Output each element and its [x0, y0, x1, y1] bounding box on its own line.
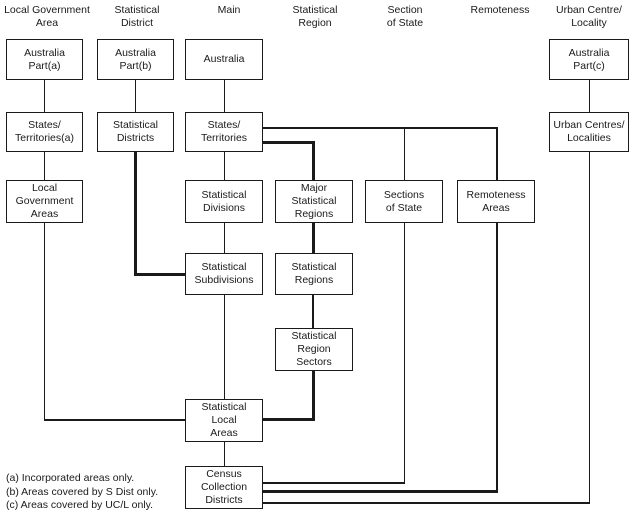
connector-ucl-down [588, 152, 590, 504]
node-statistical-divisions: Statistical Divisions [185, 180, 263, 223]
node-remoteness-areas: Remoteness Areas [457, 180, 535, 223]
connector-australia-to-states [223, 80, 225, 112]
node-major-statistical-regions: Major Statistical Regions [275, 180, 353, 223]
node-urban-centres-localities: Urban Centres/ Localities [549, 112, 629, 152]
connector-sos-down [403, 222, 405, 484]
column-header-remoteness: Remoteness [470, 4, 530, 16]
connector-divisions-to-subdivisions [223, 223, 225, 253]
column-header-urban-centre-locality: Urban Centre/ Locality [556, 4, 622, 29]
node-statistical-subdivisions: Statistical Subdivisions [185, 253, 263, 295]
connector-ccd-to-ucl [263, 502, 590, 504]
node-statistical-districts: Statistical Districts [97, 112, 174, 152]
connector-sr-to-sector [312, 295, 314, 328]
footnotes: (a) Incorporated areas only. (b) Areas c… [6, 472, 158, 513]
connector-australia-partc-to-ucl [588, 80, 590, 112]
connector-sdist-down-thick [133, 152, 137, 276]
node-local-government-areas: Local Government Areas [6, 180, 83, 223]
footnote-c: (c) Areas covered by UC/L only. [6, 499, 154, 511]
node-sections-of-state: Sections of State [365, 180, 443, 223]
connector-sectors-down-thick [311, 371, 315, 421]
node-statistical-local-areas: Statistical Local Areas [185, 399, 263, 442]
column-header-local-government-area: Local Government Area [4, 4, 90, 29]
connector-sla-to-ccd [223, 442, 225, 466]
column-header-statistical-district: Statistical District [114, 4, 160, 29]
node-australia-part-c: Australia Part(c) [549, 39, 629, 80]
connector-australia-partb-to-sdist [134, 80, 136, 112]
connector-sectors-to-sla-thick [263, 417, 315, 421]
node-statistical-regions: Statistical Regions [275, 253, 353, 295]
connector-states-to-msr-thick-v [311, 141, 315, 180]
connector-sdist-to-subdivisions-thick [133, 273, 186, 276]
connector-ccd-to-sos [263, 482, 405, 484]
connector-states-to-sos-remoteness [263, 127, 498, 129]
column-header-statistical-region: Statistical Region [292, 4, 338, 29]
connector-lga-to-sla [43, 419, 185, 421]
node-states-territories: States/ Territories [185, 112, 263, 152]
node-census-collection-districts: Census Collection Districts [185, 466, 263, 509]
column-header-main: Main [217, 4, 241, 16]
connector-states-to-divisions [223, 152, 225, 180]
connector-msr-to-statistical-regions [311, 223, 315, 253]
node-australia-part-a: Australia Part(a) [6, 39, 83, 80]
connector-subdivisions-to-sla [223, 295, 225, 399]
connector-remoteness-down [496, 222, 498, 493]
column-header-section-of-state: Section of State [386, 4, 424, 29]
connector-lga-down [43, 223, 45, 421]
connector-states-to-msr-thick-h [263, 141, 315, 144]
connector-australia-parta-to-states-a [43, 80, 45, 112]
connector-ccd-to-remoteness-thick [263, 489, 498, 493]
node-australia-part-b: Australia Part(b) [97, 39, 174, 80]
node-statistical-region-sectors: Statistical Region Sectors [275, 328, 353, 371]
node-states-territories-a: States/ Territories(a) [6, 112, 83, 152]
connector-drop-to-remoteness-areas [496, 127, 498, 180]
node-australia: Australia [185, 39, 263, 80]
connector-drop-to-sections-of-state [403, 127, 405, 180]
connector-states-a-to-lga [43, 152, 45, 180]
footnote-b: (b) Areas covered by S Dist only. [6, 485, 159, 498]
footnote-a: (a) Incorporated areas only. [6, 472, 135, 484]
